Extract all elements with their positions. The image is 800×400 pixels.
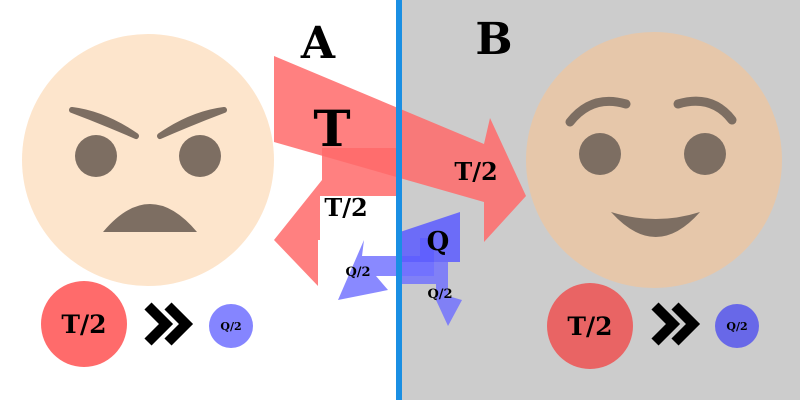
face-left-head <box>22 34 274 286</box>
arrow-to-b-label: T/2 <box>454 157 497 186</box>
face-right-eye-right <box>684 133 726 175</box>
arrow-q-to-b <box>400 262 462 326</box>
q-share-label-left: Q/2 <box>220 320 241 333</box>
arrow-q-to-a <box>338 238 434 300</box>
arrow-t-main-label: T <box>313 99 350 158</box>
face-left-brow-left <box>69 107 139 139</box>
arrow-q-to-b-label: Q/2 <box>427 287 452 302</box>
q-share-circle-left <box>209 304 253 348</box>
double-chevron-right-icon <box>651 302 701 346</box>
arrow-q-main <box>400 212 460 262</box>
summary-left: T/2 Q/2 <box>41 281 253 367</box>
face-right-mouth <box>611 212 700 237</box>
t-share-label-right: T/2 <box>567 312 612 341</box>
face-right-eye-left <box>579 133 621 175</box>
arrow-back-to-a <box>274 148 398 286</box>
arrow-q-main-label: Q <box>427 227 450 257</box>
angry-face <box>22 34 274 286</box>
summary-right: T/2 Q/2 <box>547 283 759 369</box>
face-left-brow-right <box>157 107 227 139</box>
arrow-q-to-a-label: Q/2 <box>345 265 370 280</box>
panel-b-label: B <box>475 14 512 65</box>
face-right-head <box>526 32 782 288</box>
panel-divider <box>396 0 402 400</box>
q-share-circle-right <box>715 304 759 348</box>
double-chevron-right-icon <box>144 302 194 346</box>
t-share-circle-right <box>547 283 633 369</box>
face-left-eye-left <box>75 135 117 177</box>
arrow-back-to-a-label: T/2 <box>324 193 367 222</box>
t-share-circle-left <box>41 281 127 367</box>
face-right-brow-left <box>565 96 631 127</box>
t-share-label-left: T/2 <box>61 310 106 339</box>
face-left-mouth <box>103 204 197 232</box>
face-right-brow-right <box>673 96 737 125</box>
face-left-eye-right <box>179 135 221 177</box>
happy-face <box>526 32 782 288</box>
panel-a-label: A <box>300 18 336 69</box>
q-share-label-right: Q/2 <box>726 320 747 333</box>
